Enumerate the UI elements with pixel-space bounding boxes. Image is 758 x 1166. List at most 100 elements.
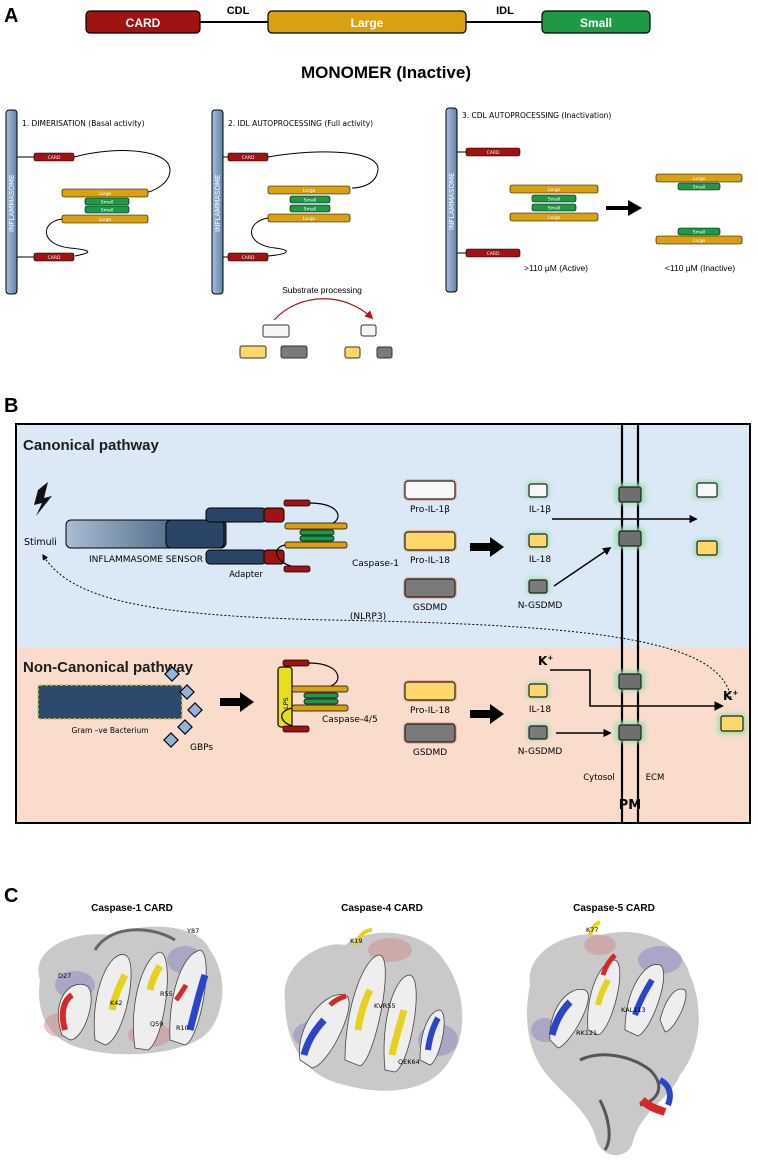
released-il1b — [696, 482, 718, 498]
caspase1-card-title: Caspase-1 CARD — [91, 903, 173, 914]
inflammasome-label: INFLAMMASOME — [448, 173, 456, 230]
k-ion-text: K — [538, 654, 548, 668]
caspase-45-label: Caspase-4/5 — [322, 715, 378, 725]
noncanonical-substrates: Pro-IL-18 GSDMD — [403, 680, 457, 758]
caspase1-card-structure: Y87 D27 K42 R55 Q59 R10 — [38, 926, 223, 1055]
caspase-1-label: Caspase-1 — [352, 559, 399, 569]
k-ion-sup: + — [547, 654, 553, 662]
released-il18 — [696, 540, 718, 556]
il18-label: IL-18 — [529, 705, 551, 715]
substrate-processing-label: Substrate processing — [282, 285, 362, 295]
gsdmd-pore — [618, 673, 642, 690]
domain-card-label: CARD — [126, 16, 161, 30]
small-box-label: Small — [304, 198, 317, 204]
inactivation-arrow — [606, 200, 642, 216]
residue-label: D27 — [58, 972, 71, 980]
residue-label: KAL113 — [621, 1006, 646, 1014]
il18-label: IL-18 — [529, 555, 551, 565]
monomer-title: MONOMER (Inactive) — [301, 63, 471, 82]
residue-label: K19 — [350, 937, 363, 945]
stimuli-label: Stimuli — [24, 537, 57, 548]
small-box-label: Small — [304, 207, 317, 213]
k-ion-out-sup: + — [732, 689, 738, 697]
card-box-label: CARD — [48, 155, 61, 161]
gsdmd-label: GSDMD — [413, 603, 447, 613]
canonical-title: Canonical pathway — [23, 437, 160, 454]
noncanonical-arrow-2 — [470, 704, 504, 724]
residue-label: Y87 — [186, 927, 199, 935]
small-box-label: Small — [101, 208, 114, 214]
released-il18-nc — [720, 715, 744, 732]
residue-label: R55 — [160, 990, 173, 998]
ngsdmd-label: N-GSDMD — [518, 601, 563, 611]
sensor-label: INFLAMMASOME SENSOR — [89, 555, 203, 565]
ecm-label: ECM — [646, 773, 665, 783]
noncanonical-products: IL-18 N-GSDMD — [518, 682, 563, 757]
card-box-label: CARD — [487, 251, 500, 257]
pro-il18-label: Pro-IL-18 — [410, 706, 450, 716]
noncanonical-arrow-1 — [220, 692, 254, 712]
step-1-dimerisation: INFLAMMASOME 1. DIMERISATION (Basal acti… — [5, 109, 171, 295]
lightning-icon — [34, 482, 52, 516]
large-box-label: Large — [548, 215, 561, 221]
gbp-icons — [163, 666, 203, 748]
pro-il18-label: Pro-IL-18 — [410, 556, 450, 566]
residue-label: K77 — [586, 926, 599, 934]
domain-large — [267, 10, 467, 34]
il1b-label: IL-1β — [529, 505, 551, 515]
card-box-label: CARD — [48, 255, 61, 261]
gram-negative-bacterium — [37, 684, 183, 720]
inflammasome-label: INFLAMMASOME — [8, 175, 16, 232]
step-3-label: 3. CDL AUTOPROCESSING (Inactivation) — [462, 111, 611, 120]
large-box-label: Large — [693, 238, 706, 244]
panel-b-letter: B — [4, 395, 18, 417]
inflammasome-label: INFLAMMASOME — [214, 175, 222, 232]
residue-label: Q59 — [150, 1020, 163, 1028]
inflammasome-bar — [211, 109, 224, 295]
domain-card — [85, 10, 201, 34]
k-ion-out-text: K — [723, 689, 733, 703]
lps-block — [277, 666, 293, 728]
pro-il1b-label: Pro-IL-1β — [410, 505, 450, 515]
step-2-idl-autoprocessing: INFLAMMASOME 2. IDL AUTOPROCESSING (Full… — [211, 109, 393, 359]
small-box-label: Small — [693, 230, 706, 236]
caspase5-card-structure: K77 KAL113 RK121 — [527, 920, 699, 1156]
nlrp3-feedback-arrow — [42, 553, 732, 699]
residue-label: QEK64 — [398, 1058, 420, 1066]
active-threshold-label: >110 μM (Active) — [524, 263, 588, 273]
small-box-label: Small — [693, 185, 706, 191]
domain-small-label: Small — [580, 16, 612, 30]
large-box-label: Large — [693, 176, 706, 182]
step-1-label: 1. DIMERISATION (Basal activity) — [22, 119, 145, 128]
domain-cdl-label: CDL — [227, 5, 250, 17]
residue-label: RK121 — [576, 1029, 597, 1037]
card-box-label: CARD — [242, 155, 255, 161]
residue-label: KVR55 — [374, 1002, 396, 1010]
large-box-label: Large — [99, 217, 112, 223]
k-ion-out-label: K+ — [723, 689, 738, 703]
caspase5-card-title: Caspase-5 CARD — [573, 903, 655, 914]
pore-formation-arrow — [553, 547, 612, 587]
large-box-label: Large — [303, 216, 316, 222]
large-box-label: Large — [548, 187, 561, 193]
small-box-label: Small — [101, 200, 114, 206]
adapter-label: Adapter — [229, 570, 263, 580]
domain-bar: CARD CDL Large IDL Small — [85, 5, 651, 34]
panel-b-frame — [15, 423, 751, 824]
ngsdmd-label: N-GSDMD — [518, 747, 563, 757]
card-box-label: CARD — [242, 255, 255, 261]
gsdmd-pore — [618, 724, 642, 741]
cytosol-label: Cytosol — [583, 773, 615, 783]
k-efflux-arrow — [550, 669, 724, 711]
residue-label: K42 — [110, 999, 123, 1007]
substrate-arrow — [273, 298, 374, 321]
step-3-cdl-autoprocessing: INFLAMMASOME 3. CDL AUTOPROCESSING (Inac… — [445, 107, 743, 293]
panel-a: A CARD CDL Large IDL Small MONOMER (Inac… — [4, 5, 743, 359]
lps-label: LPS — [282, 697, 290, 709]
inflammasome-bar — [5, 109, 18, 295]
residue-label: R10 — [176, 1024, 189, 1032]
canonical-products: IL-1β IL-18 N-GSDMD — [518, 482, 563, 611]
large-box-label: Large — [303, 188, 316, 194]
caspase4-card-title: Caspase-4 CARD — [341, 903, 423, 914]
